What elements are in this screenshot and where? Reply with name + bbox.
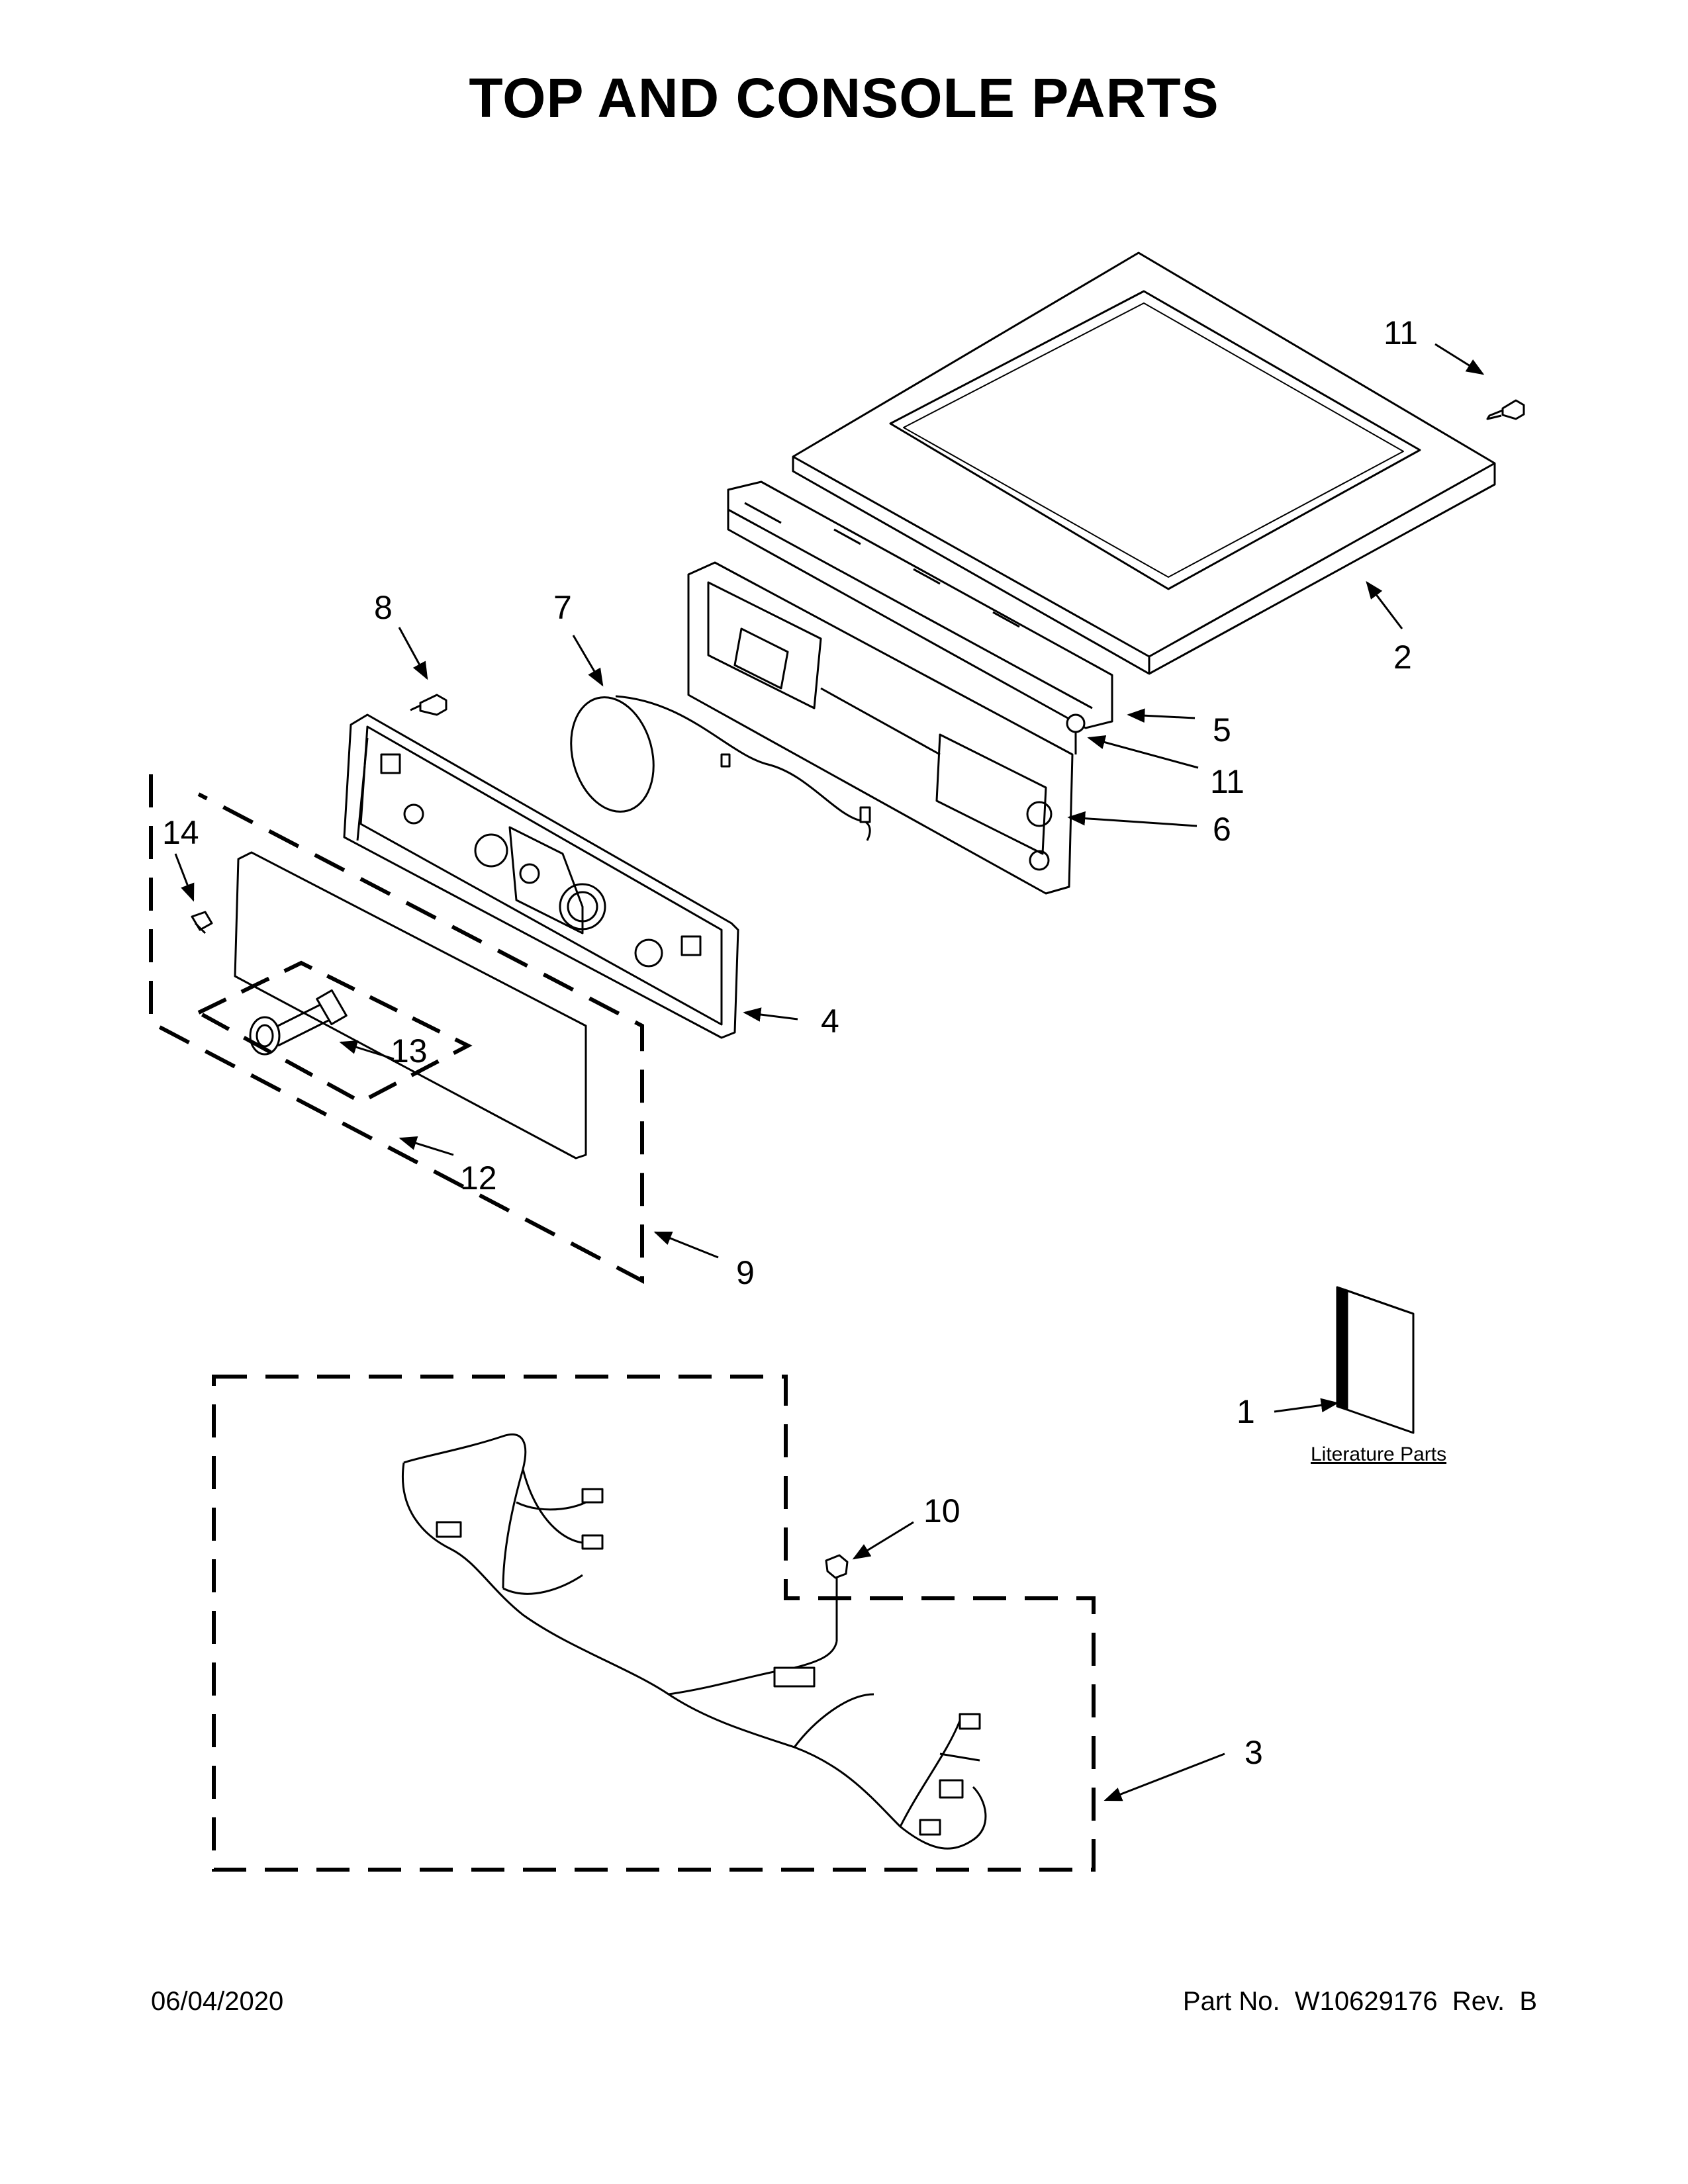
console-panel	[343, 713, 739, 1039]
callout-3: 3	[1244, 1734, 1263, 1771]
screw-part-8	[410, 694, 447, 716]
callout-11-top: 11	[1383, 314, 1418, 351]
bracket-part	[727, 480, 1113, 729]
leader-arrows	[174, 343, 1485, 1801]
main-wire-harness	[402, 1433, 987, 1850]
callout-10: 10	[923, 1492, 961, 1529]
kit-9-dashed-outline	[149, 774, 644, 1284]
clip-part-14	[191, 911, 213, 934]
page-title: TOP AND CONSOLE PARTS	[469, 67, 1219, 129]
top-panel-part	[792, 251, 1496, 675]
kit-3-dashed-outline	[212, 1375, 1096, 1872]
callout-14: 14	[162, 814, 199, 851]
overlay-panel	[234, 851, 587, 1160]
callout-labels: 11 2 5 11 6 4 7 8 14 13 12 9 10 3 1 Lite…	[162, 314, 1446, 1771]
callout-9: 9	[736, 1254, 755, 1291]
footer-date: 06/04/2020	[151, 1987, 284, 2016]
footer-part-number: Part No. W10629176 Rev. B	[1182, 1987, 1537, 2016]
callout-6: 6	[1213, 811, 1231, 848]
callout-1: 1	[1237, 1393, 1255, 1430]
callout-12: 12	[460, 1160, 497, 1197]
callout-8: 8	[374, 589, 393, 626]
ground-screw-part-10	[825, 1554, 849, 1641]
screw-part-lower	[1066, 713, 1086, 754]
kit-12-dashed-outline	[194, 960, 473, 1105]
callout-5: 5	[1213, 711, 1231, 749]
literature-parts-label: Literature Parts	[1311, 1443, 1446, 1465]
screw-part-upper	[1486, 399, 1525, 420]
callout-11-mid: 11	[1210, 763, 1244, 800]
literature-book	[1336, 1286, 1415, 1434]
callout-4: 4	[821, 1003, 839, 1040]
callout-7: 7	[553, 589, 572, 626]
callout-2: 2	[1393, 639, 1412, 676]
callout-13: 13	[391, 1032, 428, 1069]
wire-harness-ring	[570, 695, 871, 841]
console-back-panel	[687, 561, 1074, 895]
